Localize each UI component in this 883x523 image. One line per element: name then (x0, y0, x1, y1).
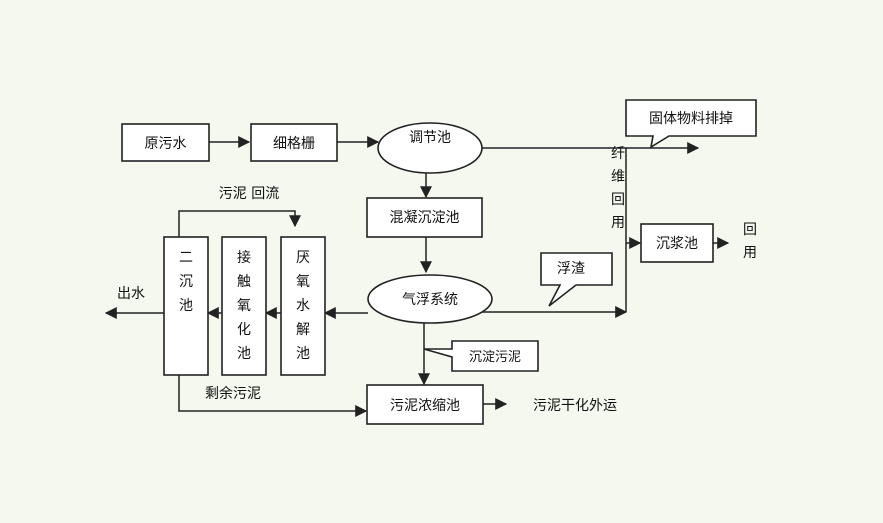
anaerobic-tank-label: 厌氧水解池 (296, 250, 310, 362)
scum-label: 浮渣 (557, 261, 585, 277)
secondary-sed-label: 二沉池 (179, 250, 193, 314)
settled-sludge-label: 沉淀污泥 (469, 350, 521, 365)
anaerobic-tank-node: 厌氧水解池 (280, 236, 326, 376)
air-flotation-node: 气浮系统 (367, 274, 493, 324)
fine-grid-label: 细格栅 (273, 136, 315, 152)
solid-discharge-label: 固体物料排掉 (649, 111, 733, 127)
regulating-tank-node: 调节池 (377, 122, 483, 174)
settled-sludge-callout: 沉淀污泥 (423, 340, 539, 372)
regulating-tank-label: 调节池 (409, 130, 451, 146)
sludge-thickener-node: 污泥浓缩池 (366, 384, 484, 425)
contact-oxidation-label: 接触氧化池 (237, 249, 251, 362)
connectors (104, 136, 730, 417)
sludge-transport-label: 污泥干化外运 (533, 398, 617, 414)
reuse-label: 回用 (743, 222, 757, 261)
sludge-return-loop (178, 210, 301, 237)
effluent-label: 出水 (117, 286, 145, 302)
fine-grid-node: 细格栅 (250, 123, 338, 162)
raw-sewage-node: 原污水 (121, 123, 210, 162)
slurry-tank-label: 沉浆池 (656, 236, 698, 252)
raw-sewage-label: 原污水 (145, 136, 187, 152)
solid-discharge-node: 固体物料排掉 (625, 99, 757, 149)
contact-oxidation-node: 接触氧化池 (221, 236, 267, 376)
excess-sludge-label: 剩余污泥 (205, 385, 261, 402)
coag-sed-tank-label: 混凝沉淀池 (390, 210, 460, 226)
slurry-tank-node: 沉浆池 (640, 223, 714, 263)
air-flotation-label: 气浮系统 (402, 292, 458, 308)
excess-sludge-line (178, 375, 368, 417)
scum-callout: 浮渣 (540, 252, 613, 307)
fiber-recycle-label: 纤维回用 (611, 146, 625, 231)
coag-sed-tank-node: 混凝沉淀池 (366, 197, 483, 238)
sludge-thickener-label: 污泥浓缩池 (390, 398, 460, 414)
sludge-return-label: 污泥 回流 (219, 186, 279, 202)
secondary-sed-node: 二沉池 (163, 236, 209, 376)
